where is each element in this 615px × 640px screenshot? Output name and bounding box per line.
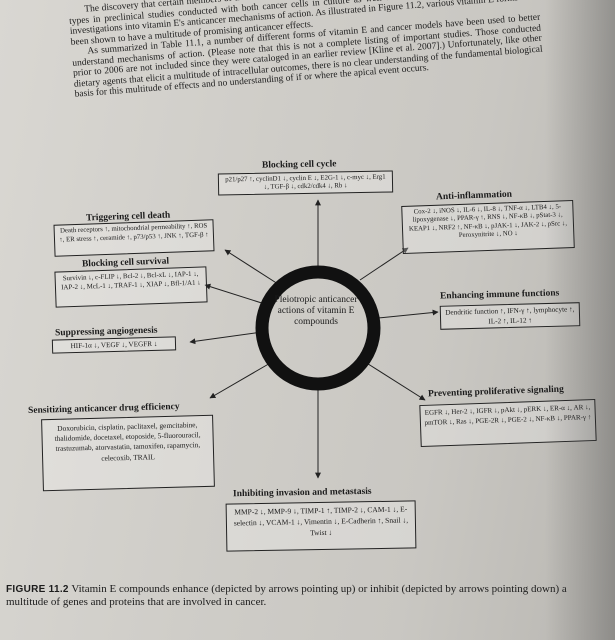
cell-survival-box: Survivin ↓, c-FLIP ↓, Bcl-2 ↓, Bcl-xL ↓,… [54, 266, 208, 308]
arrow-to-angiogenesis [189, 331, 263, 345]
anti-inflammation-box: Cox-2 ↓, iNOS ↓, IL-6 ↓, IL-8 ↓, TNF-α ↓… [401, 200, 575, 254]
cell-death-box: Death receptors ↑, mitochondrial permeab… [53, 219, 215, 257]
arrow-to-anti-inflammation [359, 247, 409, 281]
figure-label: FIGURE 11.2 [6, 584, 69, 595]
arrow-to-proliferative [364, 361, 426, 401]
central-ring [255, 265, 381, 391]
arrow-to-sensitizing [209, 361, 273, 399]
sensitizing-box: Doxorubicin, cisplatin, paclitaxel, gemc… [41, 414, 215, 492]
figure-caption: FIGURE 11.2 Vitamin E compounds enhance … [6, 583, 611, 609]
arrow-to-immune [377, 309, 439, 319]
invasion-box: MMP-2 ↓, MMP-9 ↓, TIMP-1 ↑, TIMP-2 ↓, CA… [225, 500, 417, 552]
proliferative-box: EGFR ↓, Her-2 ↓, IGFR ↓, pAkt ↓, pERK ↓,… [419, 398, 597, 448]
cell-cycle-box: p21/p27 ↑, cyclinD1 ↓, cyclin E ↓, E2G-1… [217, 170, 394, 196]
arrow-to-cell-death [224, 249, 279, 285]
central-label: Pleiotropic anticancer actions of vitami… [274, 295, 358, 327]
figure-caption-text: Vitamin E compounds enhance (depicted by… [6, 583, 567, 608]
cell-cycle-title: Blocking cell cycle [261, 159, 337, 171]
immune-box: Dendritic function ↑, IFN-γ ↑, lymphocyt… [439, 302, 581, 330]
arrow-to-cell-survival [204, 283, 269, 306]
